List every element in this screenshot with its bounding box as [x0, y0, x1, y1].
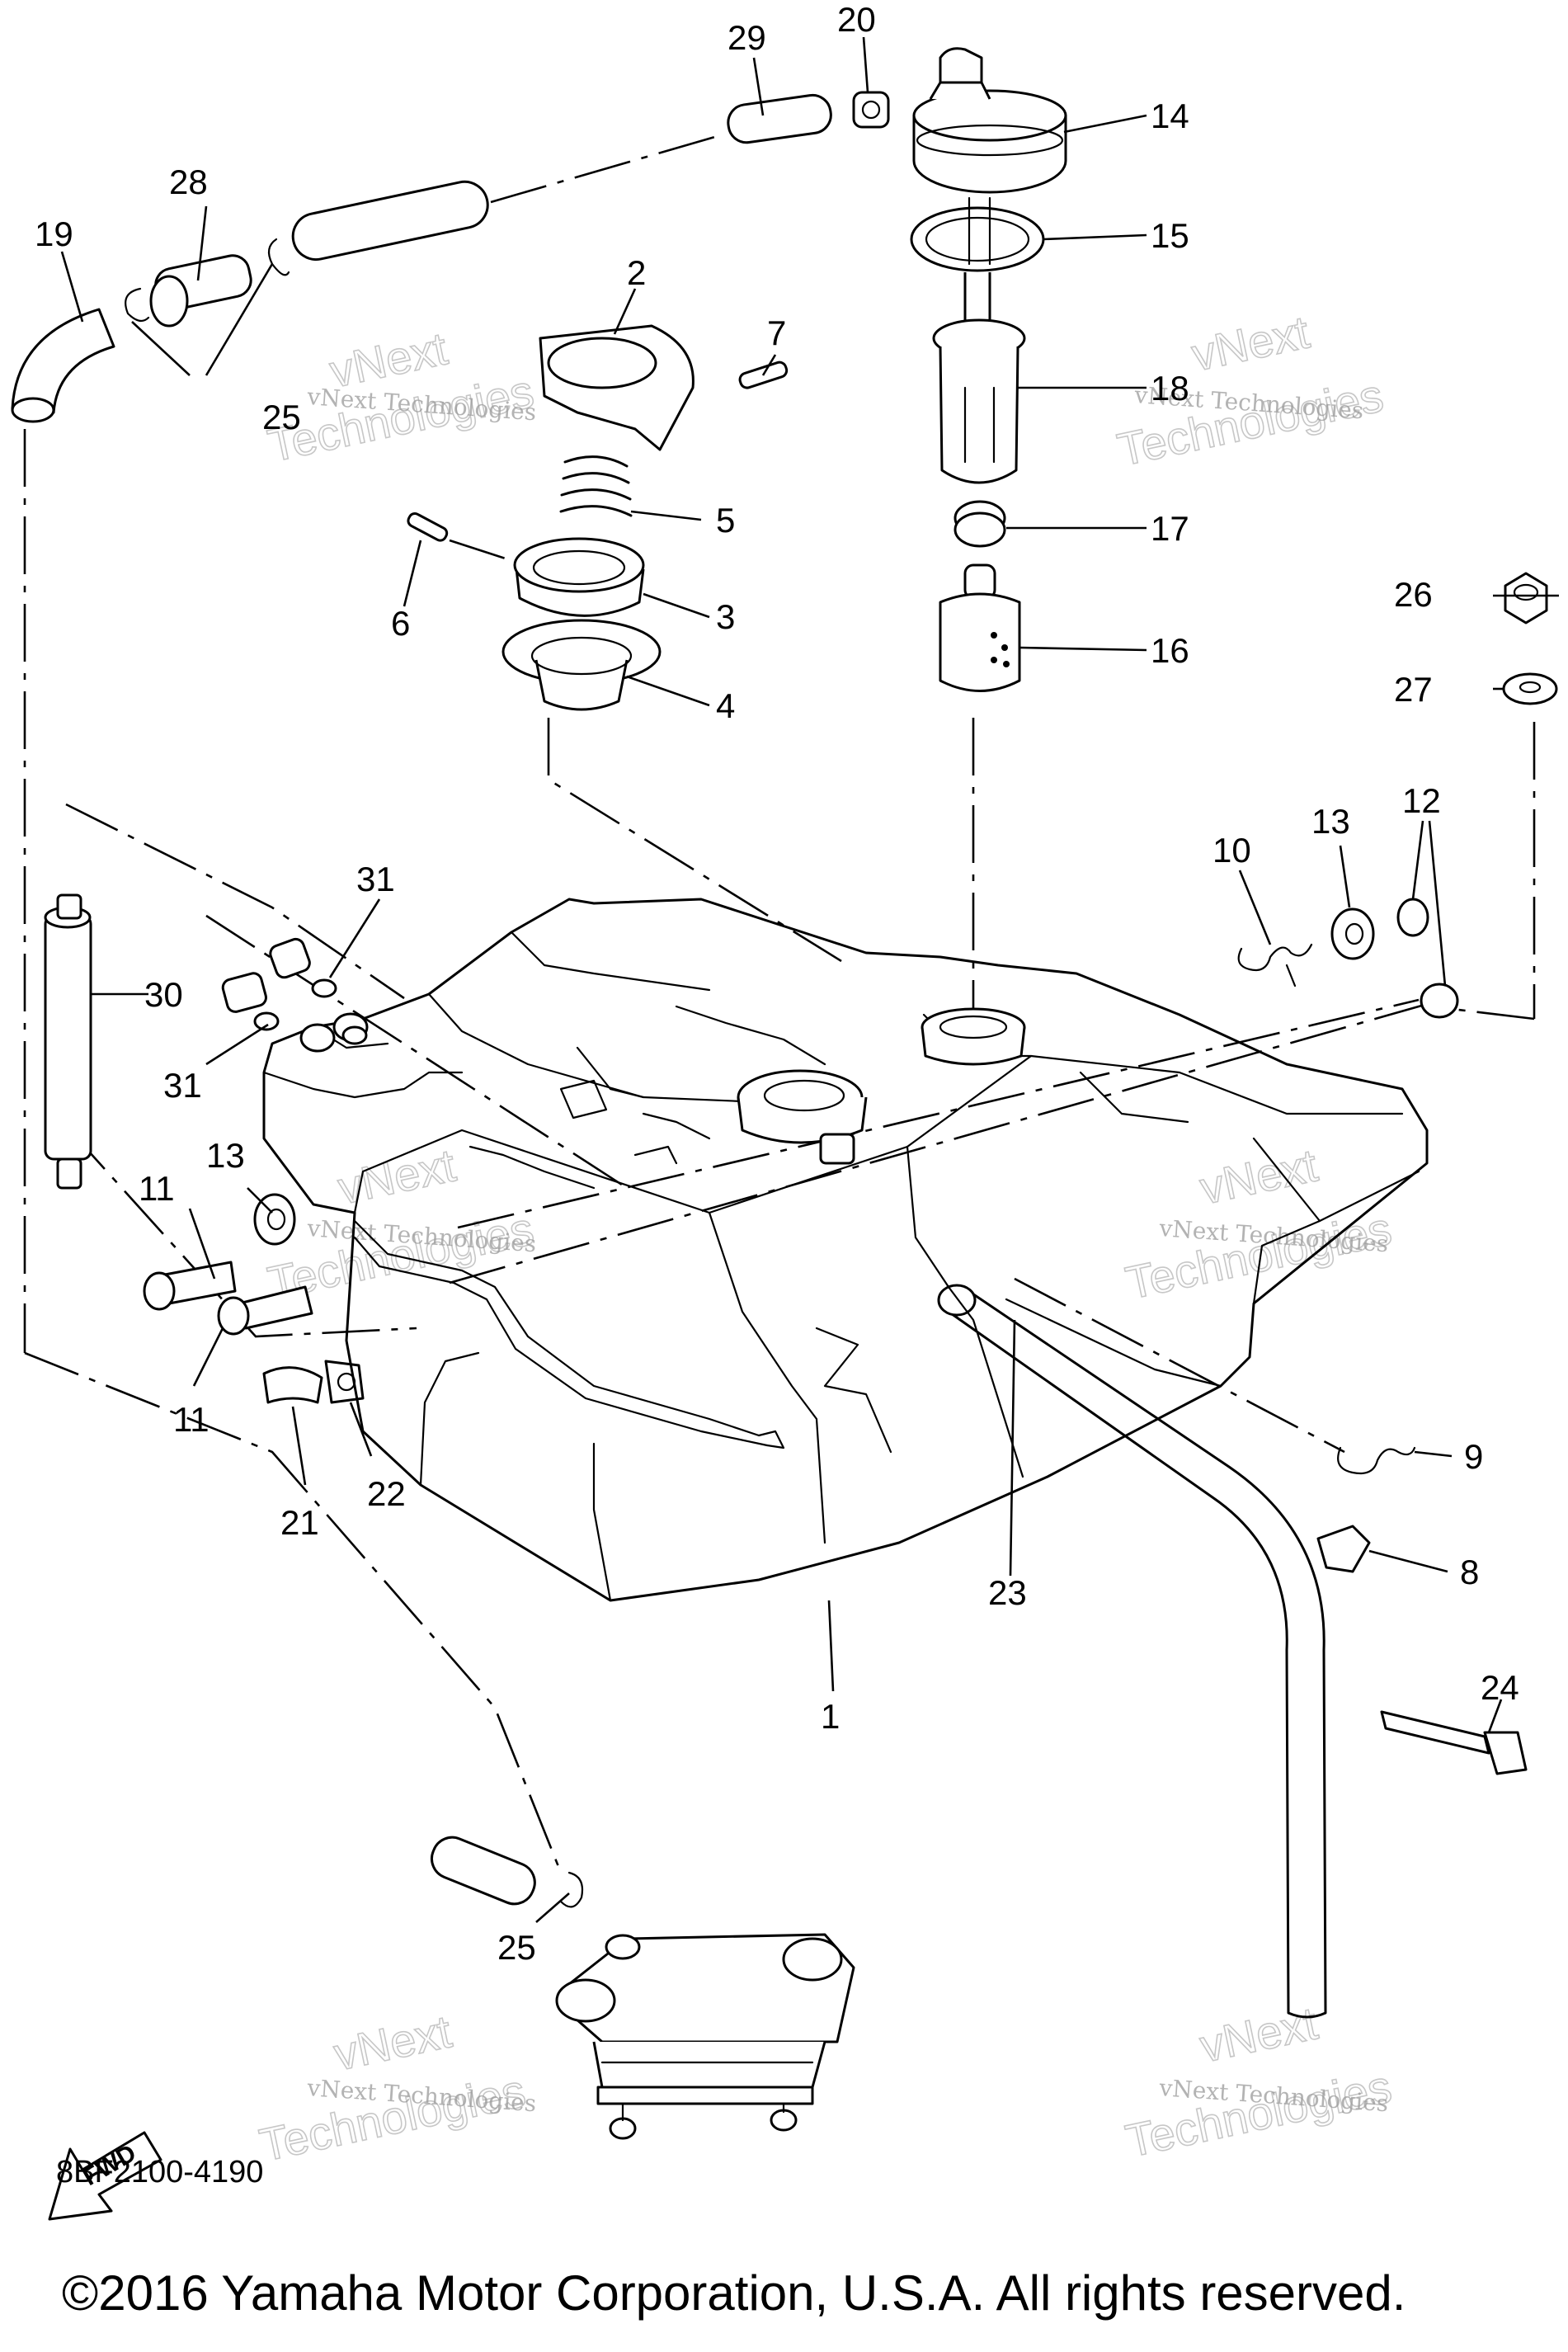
watermark-bottom-right: vNext Technologies vNext Technologies [1121, 1996, 1396, 2167]
vent-hose [291, 180, 489, 262]
callout-31a: 31 [356, 860, 395, 898]
sender-cap-14 [912, 47, 1067, 194]
hose-29 [727, 93, 832, 144]
callout-15: 15 [1151, 216, 1189, 255]
leader-lines [60, 36, 1559, 1923]
grommet-13-lower [253, 1193, 296, 1246]
callout-25b: 25 [497, 1928, 536, 1967]
callout-9: 9 [1464, 1437, 1483, 1476]
flange-4 [501, 619, 662, 711]
callout-13a: 13 [1311, 802, 1350, 841]
clamp-17 [954, 500, 1006, 548]
callout-11b: 11 [173, 1400, 210, 1439]
bolt-11-upper [143, 1261, 237, 1311]
bolt-11-lower [217, 1285, 313, 1336]
callout-22: 22 [367, 1474, 406, 1513]
callout-24: 24 [1481, 1668, 1519, 1707]
ring-3 [513, 537, 645, 617]
fuel-pump [555, 1933, 855, 2140]
clamp-9 [1337, 1446, 1416, 1475]
hose-clip-25-bottom [559, 1871, 584, 1908]
watermark-mid-left: vNext Technologies vNext Technologies [263, 1138, 539, 1309]
callout-5: 5 [716, 501, 735, 540]
callout-1: 1 [821, 1697, 840, 1736]
callout-14: 14 [1151, 97, 1189, 135]
svg-text:vNext: vNext [1195, 1138, 1322, 1214]
nut-26 [1504, 572, 1548, 625]
callout-25a: 25 [262, 398, 301, 436]
callout-11a: 11 [139, 1169, 175, 1208]
callout-2: 2 [627, 253, 646, 292]
callout-7: 7 [767, 313, 786, 352]
svg-text:vNext: vNext [1195, 1996, 1322, 2072]
hose-lower [431, 1836, 536, 1906]
connector-28 [149, 254, 252, 328]
callout-17: 17 [1151, 509, 1189, 548]
copyright-notice: ©2016 Yamaha Motor Corporation, U.S.A. A… [62, 2265, 1406, 2321]
pin-6 [407, 511, 449, 542]
svg-text:vNext: vNext [1187, 305, 1314, 380]
bracket-8 [1316, 1525, 1371, 1573]
svg-text:vNext: vNext [329, 2005, 456, 2080]
callout-10: 10 [1212, 831, 1251, 870]
callout-3: 3 [716, 597, 735, 636]
diagram-code: 8BF2100-4190 [56, 2155, 264, 2189]
callout-13b: 13 [206, 1136, 245, 1175]
clip-12 [1396, 898, 1459, 1019]
spring-5 [559, 455, 633, 517]
clamp-10 [1237, 943, 1313, 987]
washer-27 [1502, 672, 1558, 705]
hose-21 [262, 1366, 323, 1404]
callout-16: 16 [1151, 631, 1189, 670]
callout-12: 12 [1402, 781, 1441, 820]
watermark-mid-right: vNext Technologies vNext Technologies [1121, 1138, 1396, 1309]
callout-28: 28 [169, 163, 208, 201]
filter-16 [939, 563, 1021, 692]
clip-20 [852, 91, 890, 129]
callout-numbers: 1 2 3 4 5 6 7 8 9 10 11 11 12 13 13 14 1… [35, 0, 1519, 1967]
callout-21: 21 [280, 1503, 319, 1542]
fuel-tank-1 [262, 898, 1429, 1602]
callout-26: 26 [1394, 575, 1433, 614]
callout-31b: 31 [163, 1066, 202, 1105]
callout-4: 4 [716, 686, 735, 725]
callout-20: 20 [837, 0, 876, 39]
callout-27: 27 [1394, 670, 1433, 709]
callout-8: 8 [1460, 1553, 1479, 1591]
cable-tie-24 [1380, 1710, 1528, 1775]
grommet-13-upper [1330, 907, 1375, 960]
watermark-top-left: vNext Technologies vNext Technologies [263, 321, 539, 472]
alignment-lines [23, 134, 1536, 1874]
pipe-23 [937, 1284, 1327, 2019]
watermark-bottom-left: vNext Technologies vNext Technologies [255, 2004, 538, 2171]
callout-30: 30 [144, 975, 183, 1014]
callout-23: 23 [988, 1573, 1027, 1612]
callout-18: 18 [1151, 369, 1189, 408]
callout-6: 6 [391, 604, 410, 643]
sender-unit-18 [932, 272, 1026, 484]
clamp-31 [221, 937, 337, 1031]
filler-cap-2 [539, 324, 695, 451]
hose-30 [44, 893, 92, 1190]
callout-19: 19 [35, 214, 73, 253]
svg-text:vNext: vNext [333, 1138, 460, 1214]
gasket-15 [910, 196, 1045, 272]
hose-elbow-19 [11, 308, 115, 423]
callout-29: 29 [727, 18, 766, 57]
